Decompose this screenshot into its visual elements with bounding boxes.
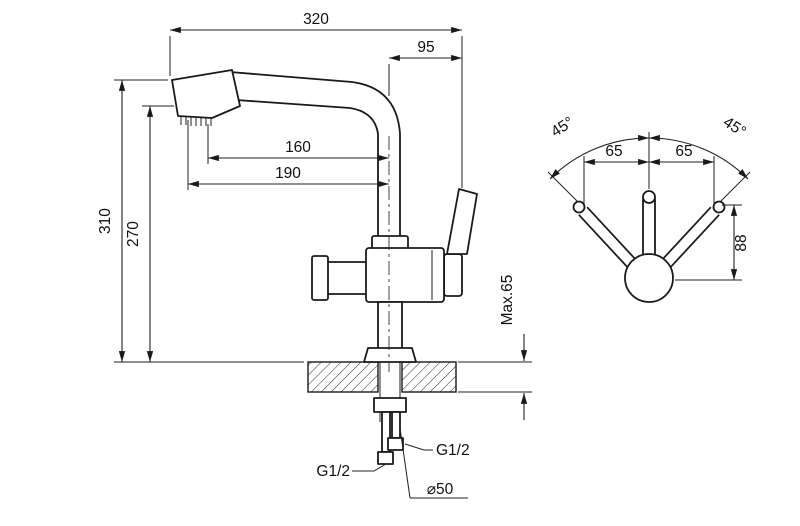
dim-label-88: 88	[733, 234, 750, 251]
leader-g12-left	[352, 463, 387, 472]
hose-connector-right	[387, 437, 404, 451]
central-lever	[642, 198, 656, 262]
mixer-body	[365, 247, 445, 303]
dim-label-max65: Max.65	[499, 275, 516, 326]
dim-label-45-right: 45°	[720, 114, 749, 141]
supply-hose-right	[391, 411, 401, 439]
handle-lever	[446, 188, 478, 255]
dim-label-45-left: 45°	[548, 114, 577, 141]
spout-and-riser	[229, 71, 401, 239]
left-outlet-pipe	[325, 261, 369, 295]
lower-column	[377, 301, 403, 351]
handle-left-tip-knob	[572, 200, 586, 214]
mounting-nut	[373, 397, 407, 413]
dim-label-190: 190	[275, 165, 301, 182]
handle-mount	[443, 253, 463, 297]
dim-label-g12-left: G1/2	[316, 463, 350, 480]
aerator-head	[171, 69, 241, 119]
dim-label-65-left: 65	[605, 143, 622, 160]
countertop-right-section	[401, 361, 457, 393]
body-top-circle	[624, 253, 674, 303]
dim-label-270: 270	[125, 221, 142, 247]
dim-label-320: 320	[303, 11, 329, 28]
dim-label-dia50: ⌀50	[427, 481, 454, 498]
dim-label-310: 310	[97, 208, 114, 234]
dimensions-side-view: 320 95 160 190 310 270 Max.65 G1/2	[97, 11, 532, 499]
dim-label-95: 95	[417, 39, 434, 56]
dim-label-g12-right: G1/2	[436, 442, 470, 459]
dim-label-160: 160	[285, 139, 311, 156]
handle-right-fill	[660, 207, 719, 270]
leader-g12-right	[404, 443, 433, 451]
central-lever-knob	[642, 190, 656, 204]
faucet-top-view	[572, 190, 726, 303]
hose-connector-left	[377, 451, 394, 465]
countertop-left-section	[307, 361, 379, 393]
left-outlet-flange	[311, 255, 329, 301]
dim-label-65-right: 65	[675, 143, 692, 160]
faucet-side-view	[171, 69, 478, 465]
leader-dia50	[399, 427, 411, 499]
dim-arc-45-right	[648, 134, 749, 180]
handle-left-fill	[579, 207, 638, 270]
dim-arc-45-left	[549, 134, 650, 180]
base-flange	[363, 347, 417, 363]
aerator-mesh	[180, 117, 212, 126]
handle-right-tip-knob	[712, 200, 726, 214]
